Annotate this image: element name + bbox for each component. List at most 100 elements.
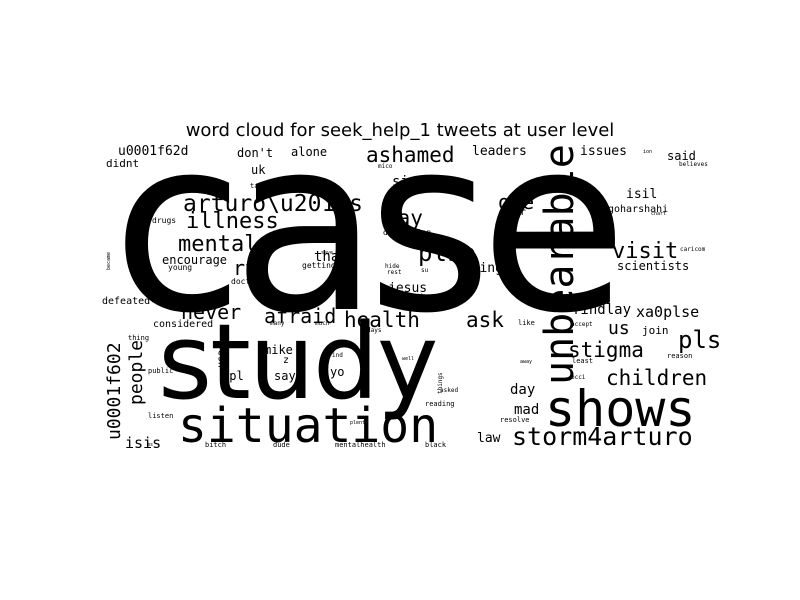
word-reading: reading (425, 400, 455, 408)
word-save: save (321, 250, 334, 256)
word-well: well (402, 356, 415, 362)
word-bitch: bitch (205, 441, 227, 449)
word-us: us (608, 318, 630, 339)
word-shows: shows (545, 380, 696, 438)
word-plse: plse (418, 239, 476, 267)
word-ms: ms (147, 442, 154, 448)
word-afraid: afraid (264, 304, 337, 328)
word-xa0plse: xa0plse (636, 303, 700, 321)
word-arturo-u2019s: arturo\u2019s (183, 191, 364, 217)
word-ever: ever (502, 207, 527, 218)
word-black: black (425, 441, 447, 449)
word-reason: reason (667, 352, 693, 360)
word-say: say (274, 369, 296, 383)
word-mico: mico (378, 163, 393, 170)
word-may: may (385, 206, 423, 230)
word-believes: believes (679, 161, 708, 168)
word-chart: chart (651, 211, 667, 217)
word-uk: uk (251, 163, 266, 177)
word-yo: yo (330, 365, 345, 379)
word-u0001f602: u0001f602 (104, 342, 125, 440)
word-caricom: caricom (680, 246, 706, 253)
word-stigma: stigma (568, 338, 644, 362)
word-away: away (520, 359, 533, 365)
word-mind: mind (580, 240, 597, 248)
word-mentalhealth: mentalhealth (335, 441, 386, 449)
word-asked: asked (440, 387, 459, 394)
word-goharshahi: goharshahi (608, 204, 669, 215)
word-ask: ask (466, 308, 504, 332)
word-became: became (106, 251, 112, 270)
word-dont: don't (237, 146, 274, 160)
word-getting: getting (302, 261, 336, 270)
figure-title: word cloud for seek_help_1 tweets at use… (185, 120, 615, 141)
word-study: study (158, 301, 438, 423)
word-health: health (344, 308, 420, 332)
word-many: many (270, 320, 285, 327)
word-issues: issues (580, 144, 627, 159)
word-doctor: doctor (231, 277, 260, 286)
word-days: days (367, 327, 382, 334)
word-case: case (112, 86, 628, 366)
word-bcci: bcci (571, 374, 586, 381)
word-u0001f62d: u0001f62d (118, 144, 189, 159)
word-never: never (181, 300, 242, 324)
word-situation: situation (178, 398, 439, 454)
word-alone: alone (291, 145, 328, 159)
word-said: said (667, 149, 696, 163)
word-illness: illness (186, 209, 279, 234)
word-thing: thing (128, 334, 150, 342)
word-mental: mental (178, 232, 258, 257)
word-rest: rest (387, 269, 402, 276)
word-hide: hide (385, 263, 400, 270)
word-join: join (642, 324, 669, 337)
word-mike: mike (264, 343, 293, 357)
word-storm4arturo: storm4arturo (512, 422, 693, 451)
word-like: like (518, 319, 535, 327)
word-law: law (477, 431, 501, 446)
word-isil: isil (626, 187, 658, 202)
word-considered: considered (153, 319, 214, 330)
word-sir: sir (392, 174, 418, 190)
word-public: public (148, 367, 174, 375)
word-isis: isis (125, 434, 162, 452)
word-usa: usa (216, 349, 227, 368)
word-take: take (250, 182, 267, 190)
word-ppl: ppl (222, 369, 244, 383)
word-visit: visit (612, 239, 679, 264)
word-one: one (498, 190, 535, 214)
word-trying: trying (456, 261, 503, 276)
word-young: young (168, 263, 193, 272)
word-drugs: drugs (152, 216, 177, 225)
word-rt: rt (233, 256, 258, 280)
word-accept: accept (571, 321, 593, 328)
word-resolve: resolve (500, 416, 530, 424)
word-pls: pls (678, 326, 722, 354)
word-day: day (510, 382, 536, 398)
word-least: least (572, 357, 594, 365)
word-world: world (393, 293, 424, 304)
word-ind: ind (332, 352, 343, 359)
word-things: things (437, 372, 444, 394)
word-z: z (283, 355, 290, 366)
word-su: su (421, 267, 429, 274)
word-children: children (606, 366, 708, 390)
word-scientists: scientists (617, 259, 690, 273)
word-listen: listen (148, 412, 174, 420)
word-dude: dude (273, 441, 290, 449)
word-didnt: didnt (106, 157, 140, 170)
word-encourage: encourage (162, 253, 228, 267)
word-findlay: findlay (572, 302, 632, 318)
word-mad: mad (514, 402, 540, 418)
word-thats: thats (314, 249, 357, 265)
word-depression: depression (383, 228, 432, 237)
word-ashamed: ashamed (366, 143, 455, 167)
word-ion: ion (643, 149, 653, 155)
word-defeated: defeated (102, 296, 151, 307)
word-people: people (126, 339, 147, 405)
word-jesus: jesus (388, 281, 428, 296)
word-much: much (315, 320, 330, 327)
word-leaders: leaders (472, 144, 527, 159)
word-plenty: plenty (350, 420, 369, 426)
